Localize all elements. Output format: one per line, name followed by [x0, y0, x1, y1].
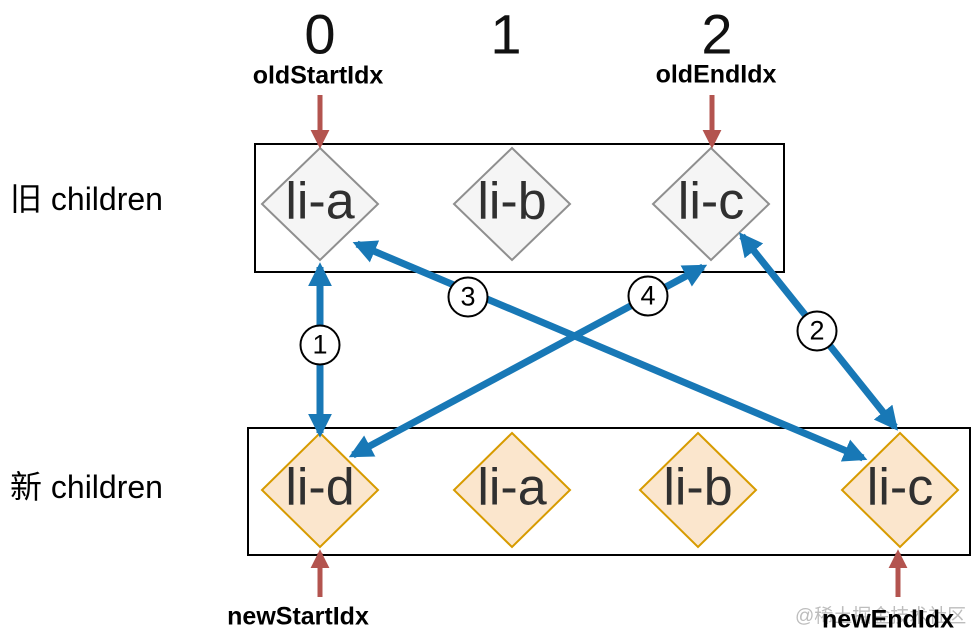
- new-end-idx-label: newEndIdx: [822, 605, 954, 634]
- old-item-li-b-label: li-b: [477, 172, 547, 231]
- step-2-badge: 2: [796, 310, 838, 352]
- index-2: 2: [701, 2, 733, 66]
- step-3-badge: 3: [447, 276, 489, 318]
- new-item-li-a-label: li-a: [477, 458, 547, 517]
- watermark: @稀土掘金技术社区: [795, 606, 967, 627]
- new-start-idx-label: newStartIdx: [227, 602, 369, 631]
- index-1: 1: [490, 2, 522, 66]
- arrow-step-3: [352, 240, 868, 462]
- old-start-idx-label: oldStartIdx: [252, 61, 384, 90]
- old-diamond-li-a-shape: [260, 146, 380, 262]
- old-end-idx-label: oldEndIdx: [655, 60, 777, 89]
- index-0: 0: [304, 2, 336, 66]
- new-children-label: 新 children: [10, 469, 163, 505]
- new-item-li-d-label: li-d: [285, 458, 355, 517]
- new-diamond-li-c-shape: [840, 431, 960, 549]
- new-item-li-c-label: li-c: [866, 458, 934, 517]
- old-children-label: 旧 children: [10, 181, 163, 217]
- new-diamond-li-d-shape: [260, 431, 380, 549]
- new-item-li-b-label: li-b: [663, 458, 733, 517]
- old-item-li-c-label: li-c: [677, 172, 745, 231]
- step-4-badge: 4: [627, 275, 669, 317]
- old-item-li-a-label: li-a: [285, 172, 355, 231]
- step-1-badge: 1: [299, 324, 341, 366]
